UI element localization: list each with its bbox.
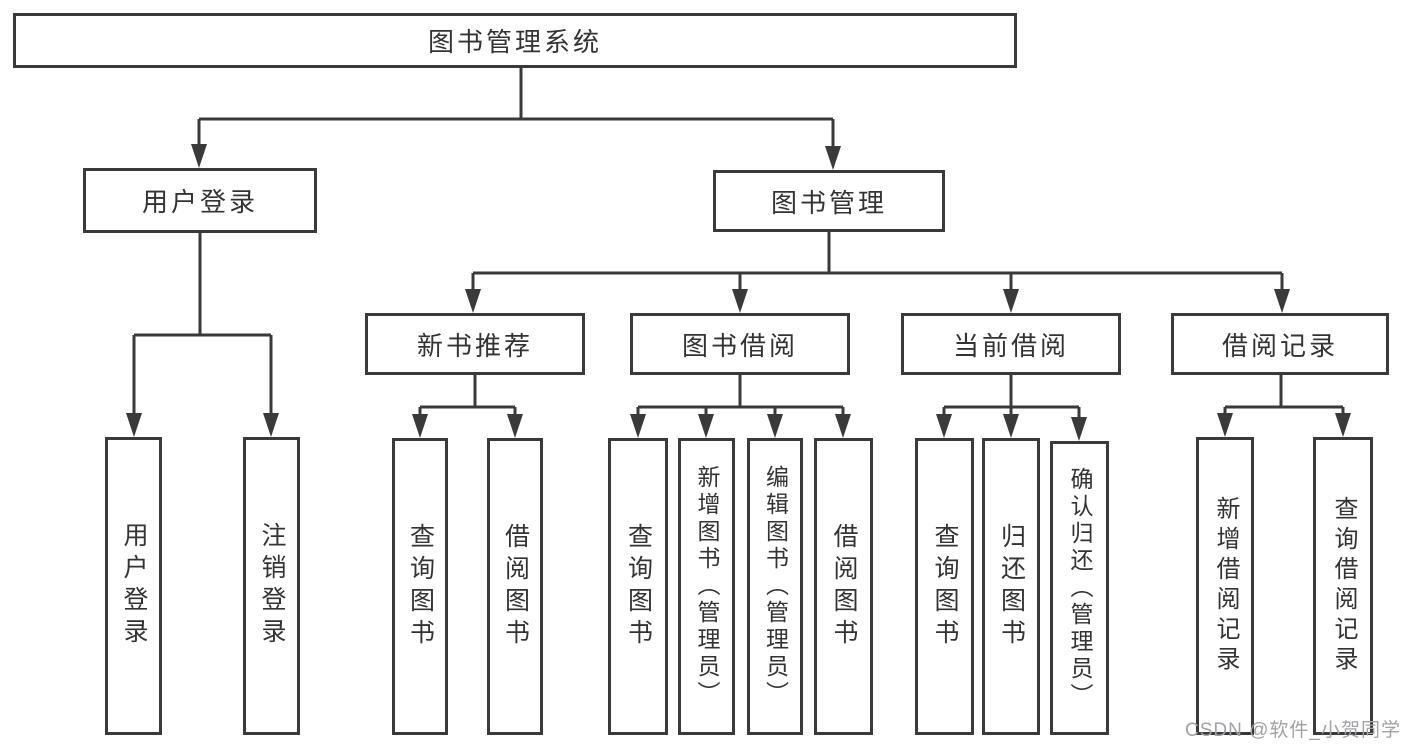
leaf-label-borrow-books-1: 借阅图书 bbox=[501, 522, 530, 651]
leaf-box-query-books-1: 查询图书 bbox=[392, 438, 448, 735]
node-label-current-borrowing: 当前借阅 bbox=[952, 330, 1069, 361]
leaf-box-add-borrow-record: 新增借阅记录 bbox=[1196, 437, 1254, 735]
leaf-label-borrow-books-2: 借阅图书 bbox=[830, 522, 858, 651]
leaf-label-query-books-1: 查询图书 bbox=[406, 522, 435, 651]
leaf-box-edit-books-admin: 编辑图书（管理员） bbox=[747, 438, 803, 735]
arrowheads bbox=[126, 144, 1351, 441]
leaf-box-query-books-3: 查询图书 bbox=[915, 438, 974, 735]
leaf-box-confirm-return-admin: 确认归还（管理员） bbox=[1050, 441, 1109, 735]
leaf-label-logout: 注销登录 bbox=[258, 522, 286, 650]
leaf-box-add-books-admin: 新增图书（管理员） bbox=[678, 438, 735, 735]
node-label-book-borrowing: 图书借阅 bbox=[681, 330, 798, 361]
node-label-book-management: 图书管理 bbox=[770, 187, 887, 218]
leaf-label-add-books-admin: 新增图书（管理员） bbox=[694, 465, 720, 708]
leaf-box-return-books: 归还图书 bbox=[982, 438, 1040, 735]
leaf-label-query-books-3: 查询图书 bbox=[931, 522, 959, 651]
leaf-label-return-books: 归还图书 bbox=[997, 522, 1026, 651]
leaf-label-add-borrow-record: 新增借阅记录 bbox=[1212, 496, 1239, 676]
node-label-system: 图书管理系统 bbox=[427, 27, 602, 57]
node-label-borrow-records: 借阅记录 bbox=[1221, 330, 1338, 361]
leaf-box-logout: 注销登录 bbox=[243, 437, 300, 735]
leaf-label-query-borrow-record: 查询借阅记录 bbox=[1330, 496, 1357, 676]
csdn-watermark: CSDN @软件_小贺同学 bbox=[1185, 720, 1401, 741]
leaf-label-edit-books-admin: 编辑图书（管理员） bbox=[762, 465, 789, 708]
leaf-box-query-books-2: 查询图书 bbox=[608, 438, 668, 735]
node-box-current-borrowing: 当前借阅 bbox=[901, 313, 1121, 375]
leaf-label-user-login: 用户登录 bbox=[120, 522, 148, 650]
node-box-book-borrowing: 图书借阅 bbox=[630, 313, 850, 375]
leaf-box-borrow-books-2: 借阅图书 bbox=[814, 438, 873, 735]
leaf-box-borrow-books-1: 借阅图书 bbox=[487, 438, 543, 735]
node-label-user-login: 用户登录 bbox=[141, 187, 258, 217]
node-box-book-management: 图书管理 bbox=[713, 170, 945, 232]
leaf-box-query-borrow-record: 查询借阅记录 bbox=[1313, 437, 1373, 735]
node-box-user-login: 用户登录 bbox=[83, 168, 317, 233]
leaf-label-query-books-2: 查询图书 bbox=[624, 522, 653, 651]
leaf-label-confirm-return-admin: 确认归还（管理员） bbox=[1067, 466, 1093, 710]
leaf-box-user-login: 用户登录 bbox=[105, 437, 162, 735]
node-box-borrow-records: 借阅记录 bbox=[1171, 313, 1389, 375]
node-box-new-book-recommend: 新书推荐 bbox=[365, 313, 585, 375]
node-box-system: 图书管理系统 bbox=[13, 13, 1017, 68]
node-label-new-book-recommend: 新书推荐 bbox=[416, 330, 533, 361]
